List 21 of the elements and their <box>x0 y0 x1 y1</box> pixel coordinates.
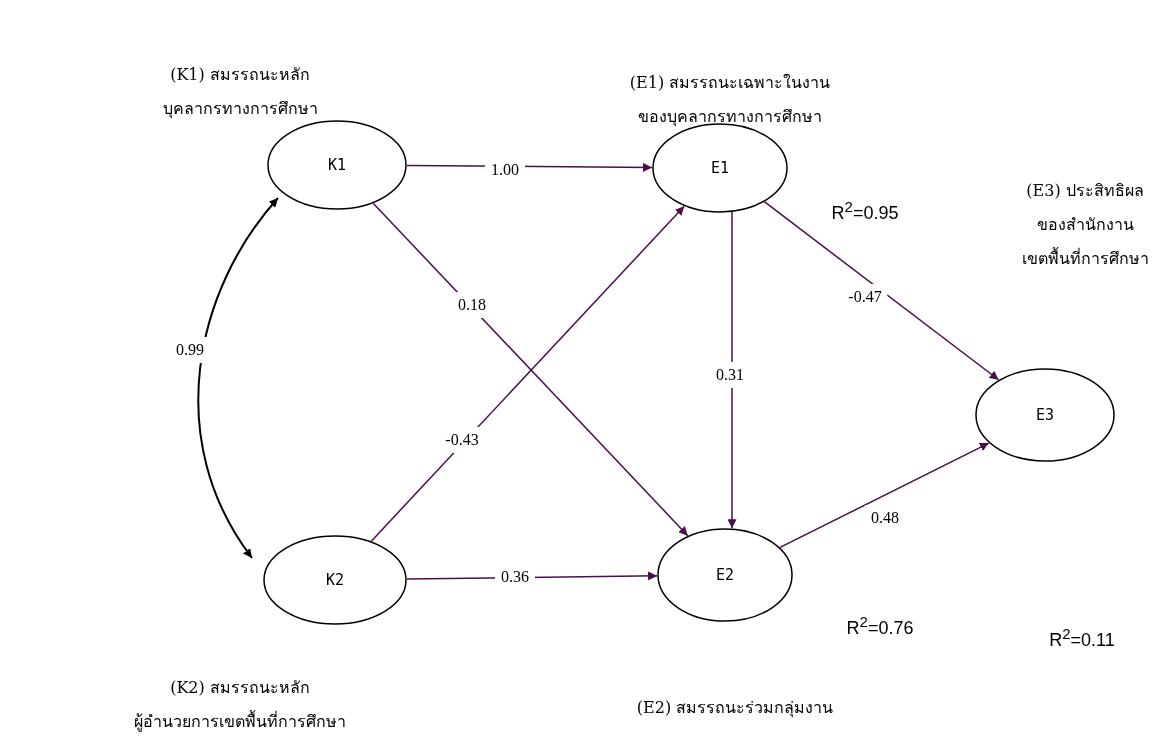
r-squared-label: R$^{2}$=0.95 <box>830 197 900 225</box>
path-arrow <box>763 201 1000 381</box>
variable-label: E3 <box>1035 406 1055 424</box>
construct-caption: (K2) สมรรถนะหลัก ผู้อำนวยการเขตพื้นที่การศึกษา <box>133 677 347 734</box>
variable-label: K1 <box>327 156 347 174</box>
construct-caption: (E1) สมรรถนะเฉพาะในงาน ของบุคลากรทางการศึกษา <box>628 72 832 129</box>
variable-label: K2 <box>325 571 345 589</box>
r-squared-label: R$^{2}$=0.76 <box>845 612 915 640</box>
correlation-arrow <box>197 197 279 559</box>
latent-variable-ellipse <box>267 120 407 210</box>
variable-label: E1 <box>710 159 730 177</box>
variable-label: E2 <box>715 566 735 584</box>
path-arrow <box>727 211 737 529</box>
construct-caption: (E3) ประสิทธิผล ของสำนักงาน เขตพื้นที่การศึกษา <box>1020 180 1150 270</box>
r-squared-label: R$^{2}$=0.11 <box>1048 624 1116 652</box>
latent-variable-ellipse <box>975 368 1115 462</box>
construct-caption: (K1) สมรรถนะหลัก บุคลากรทางการศึกษา <box>161 64 319 121</box>
latent-variable-ellipse <box>657 528 793 622</box>
latent-variable-ellipse <box>263 535 407 625</box>
construct-caption: (E2) สมรรถนะร่วมกลุ่มงาน <box>635 697 835 720</box>
path-arrow <box>779 442 990 549</box>
